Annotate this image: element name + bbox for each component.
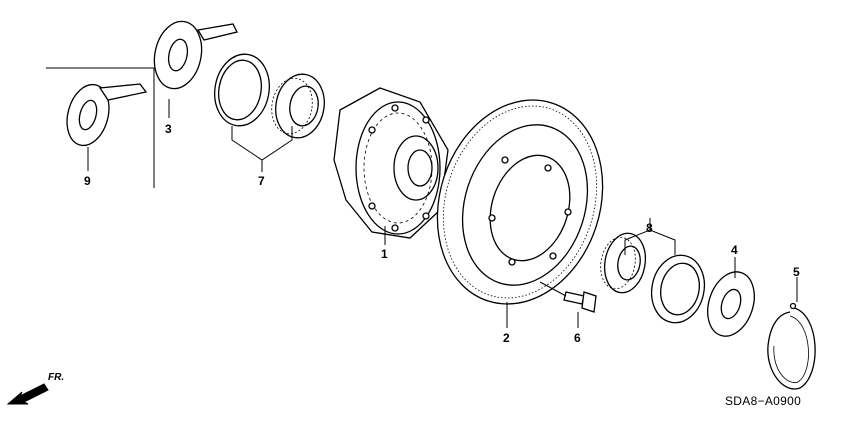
shim-9	[66, 83, 148, 147]
frame-bracket	[46, 67, 155, 188]
bearing-8	[600, 232, 706, 324]
callouts: 1 2 3 4 5 6 7 8 9	[84, 122, 800, 345]
callout-4: 4	[731, 243, 738, 257]
ring-gear-2	[436, 99, 604, 305]
bolt-6	[563, 291, 597, 313]
differential-carrier-1	[333, 87, 449, 239]
callout-5: 5	[793, 265, 800, 279]
callout-6: 6	[574, 331, 581, 345]
front-direction-indicator: FR.	[6, 372, 64, 405]
front-direction-label: FR.	[48, 372, 64, 383]
callout-1: 1	[381, 247, 388, 261]
leader-lines	[87, 99, 798, 328]
bearing-7	[214, 53, 325, 139]
front-arrow-icon	[6, 383, 49, 405]
diagram-code: SDA8−A0900	[725, 394, 801, 408]
callout-9: 9	[84, 174, 91, 188]
shim-4	[707, 271, 755, 337]
callout-8: 8	[646, 221, 653, 235]
callout-3: 3	[165, 122, 172, 136]
callout-7: 7	[258, 174, 265, 188]
shim-3	[153, 20, 238, 90]
snap-ring-5	[767, 302, 816, 390]
callout-2: 2	[503, 331, 510, 345]
